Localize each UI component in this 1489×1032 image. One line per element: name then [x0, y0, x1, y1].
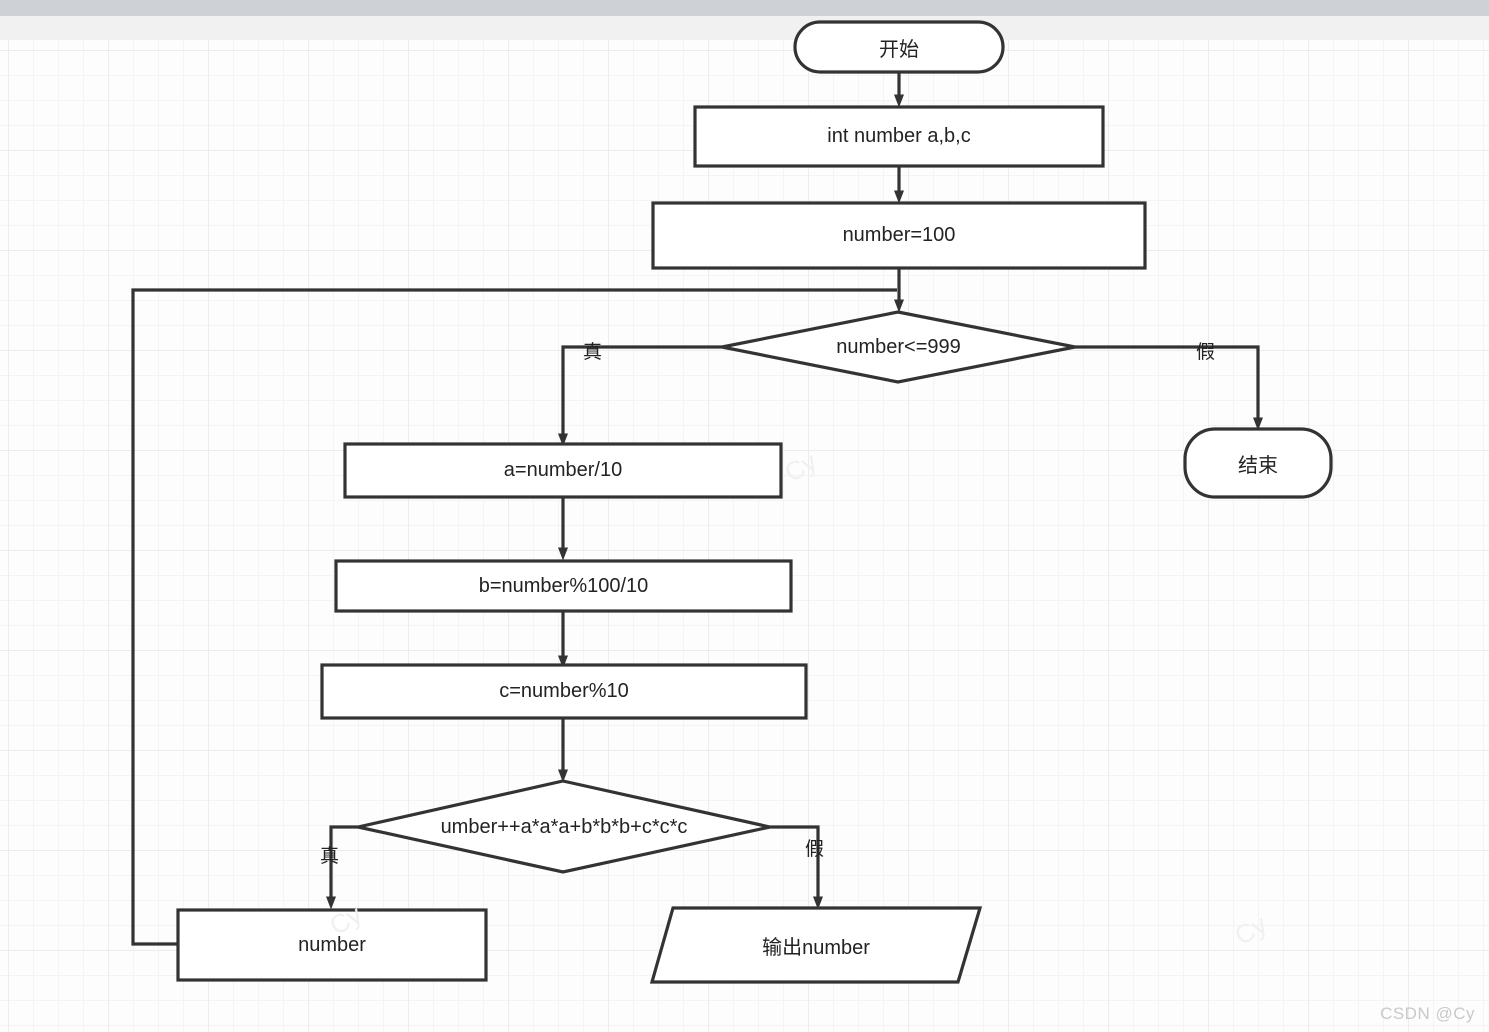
edge-cond2-true-to-incr — [331, 825, 358, 903]
window-sub-bar — [0, 16, 1489, 40]
edge-cond1-false-to-end — [1075, 345, 1258, 424]
node-cond1-shape — [721, 310, 1076, 384]
node-calc-a-shape — [343, 442, 783, 499]
edge-cond1-true-to-calc-a — [563, 345, 722, 440]
edge-cond2-false-to-output — [770, 825, 818, 903]
node-calc-c-shape — [320, 663, 808, 720]
node-end-shape — [1183, 427, 1333, 499]
node-cond2-shape — [357, 779, 771, 874]
node-init-shape — [651, 201, 1147, 270]
csdn-watermark: CSDN @Cy — [1380, 1004, 1475, 1023]
node-start-shape — [793, 20, 1005, 74]
edge-incr-loopback-to-cond1 — [131, 288, 897, 946]
node-incr-shape — [176, 908, 488, 982]
node-output-shape — [649, 906, 983, 984]
window-top-bar — [0, 0, 1489, 16]
node-declare-shape — [693, 105, 1105, 168]
node-calc-b-shape — [334, 559, 793, 613]
